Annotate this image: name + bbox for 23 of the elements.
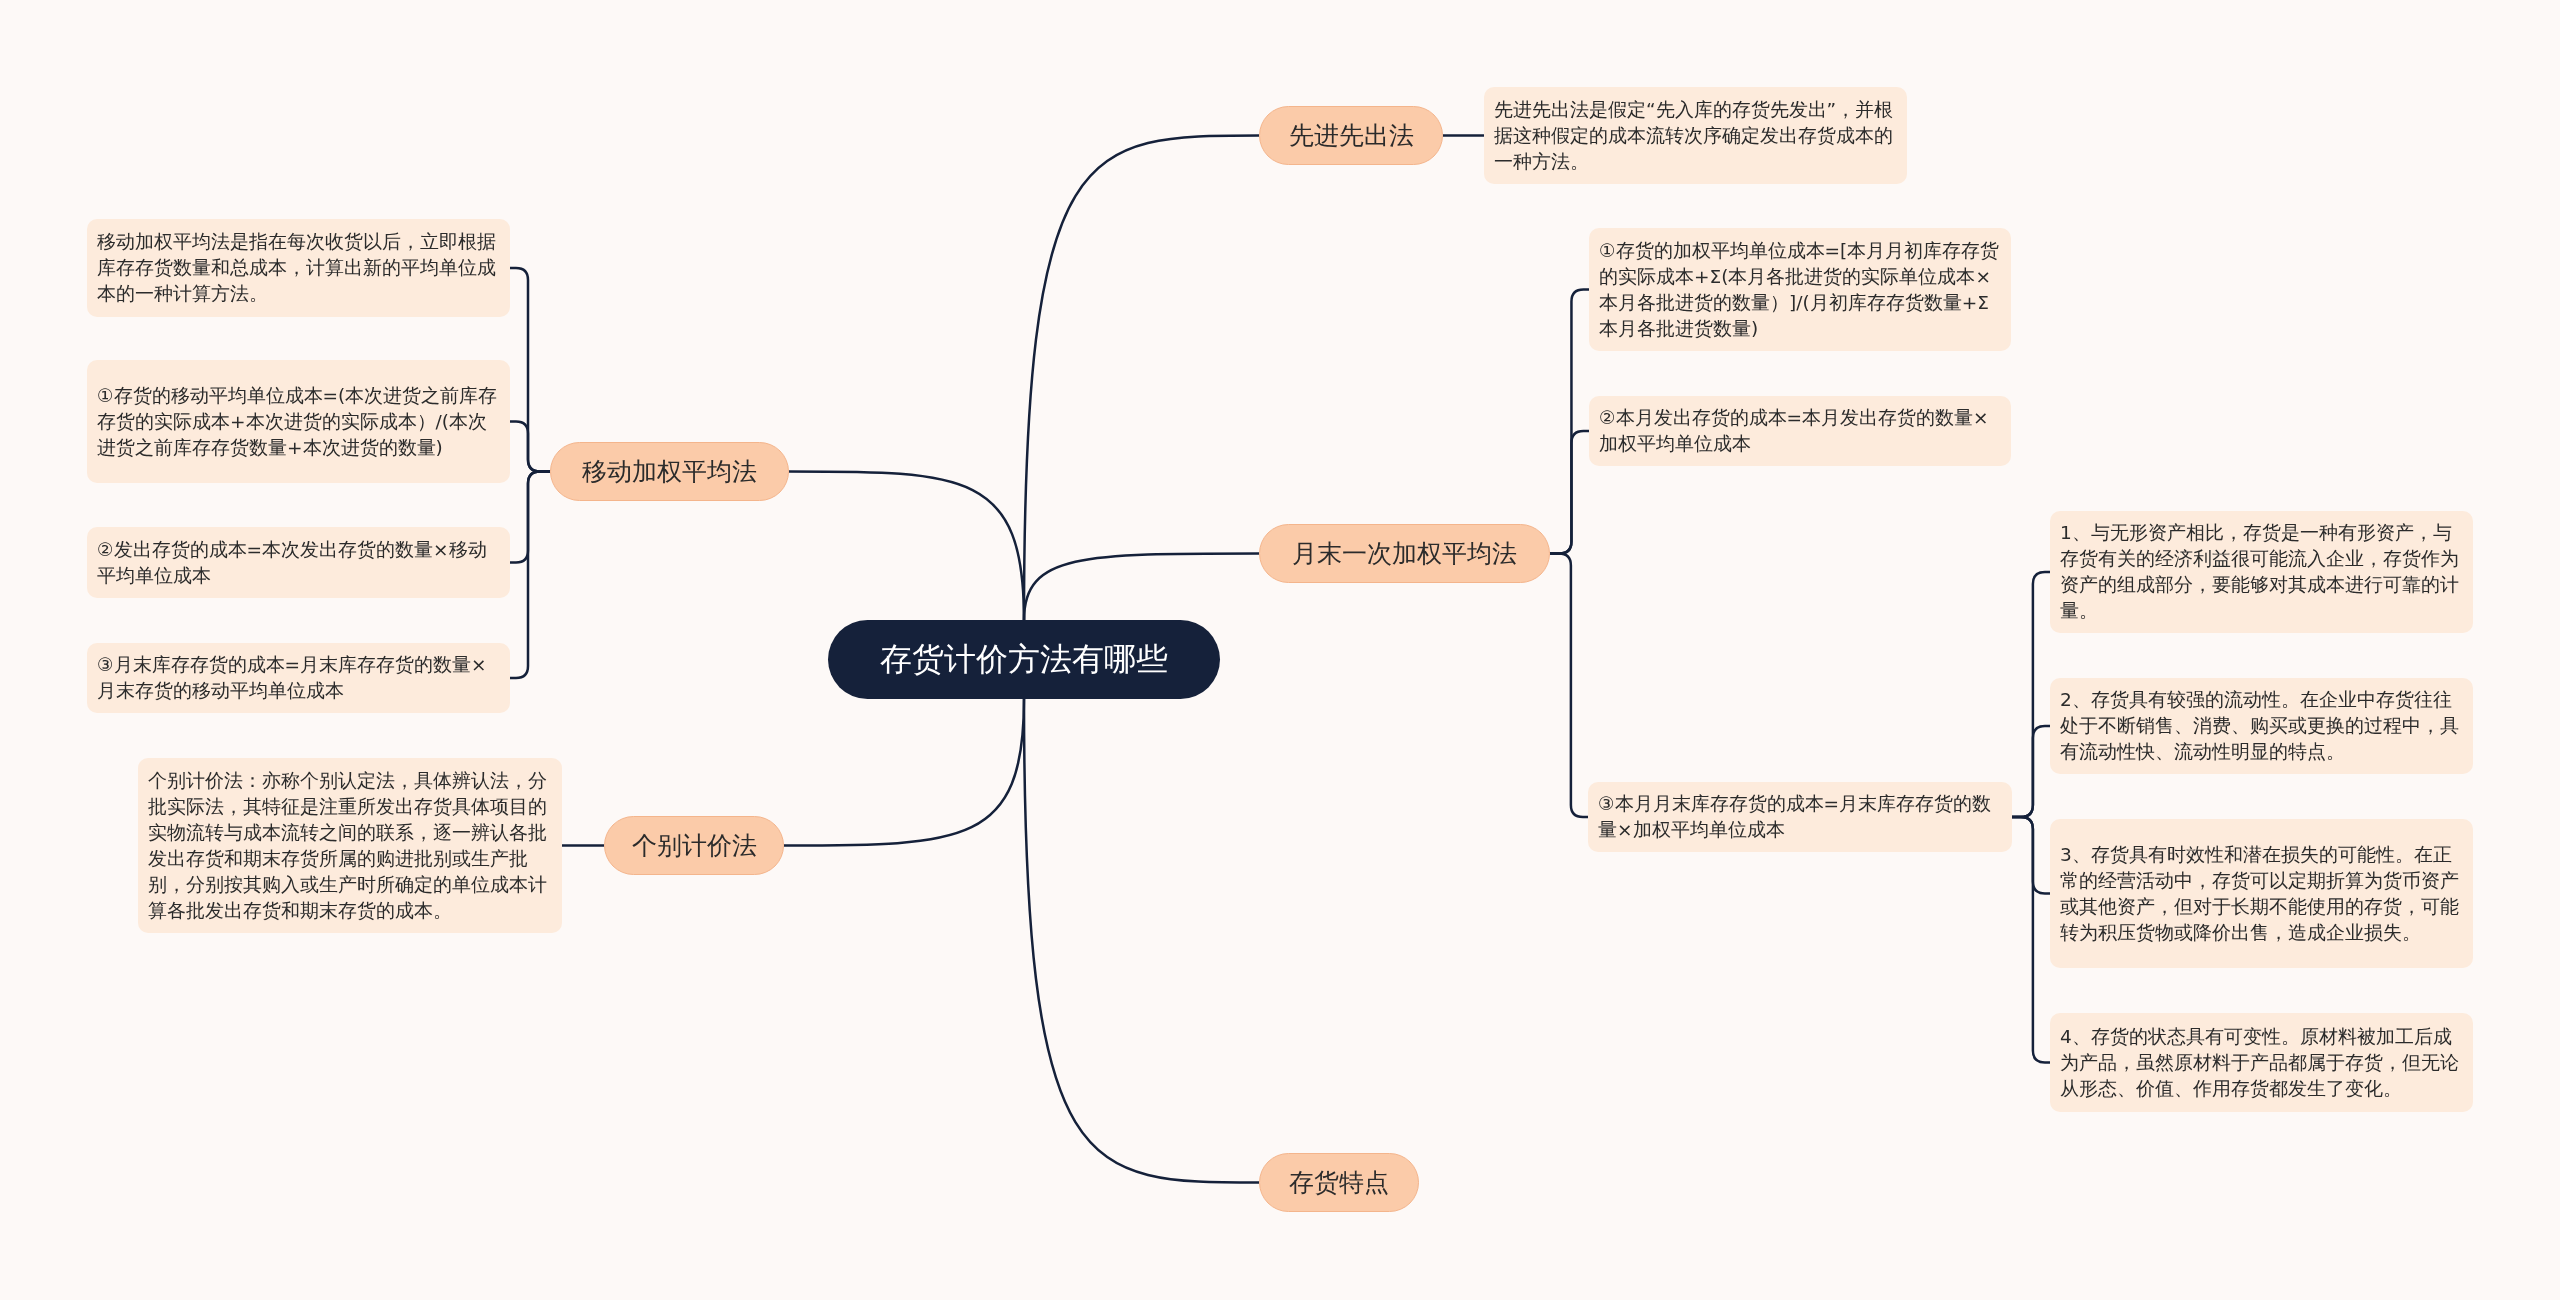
- topic-box: 月末一次加权平均法: [1259, 524, 1550, 583]
- topic-box: 个别计价法: [604, 816, 784, 875]
- note-box: ③月末库存存货的成本=月末库存存货的数量×月末存货的移动平均单位成本: [87, 643, 510, 713]
- topic-box: 先进先出法: [1259, 106, 1443, 165]
- note-box: 1、与无形资产相比，存货是一种有形资产，与存货有关的经济利益很可能流入企业，存货作为资产的组成部分，要能够对其成本进行可靠的计量。: [2050, 511, 2473, 633]
- central-topic: 存货计价方法有哪些: [828, 620, 1220, 699]
- connector-line: [1443, 134, 1484, 137]
- note-box: ①存货的加权平均单位成本=[本月月初库存存货的实际成本+Σ(本月各批进货的实际单位成本×本月各批进货的数量）]/(月初库存存货数量+Σ本月各批进货数量): [1589, 228, 2011, 351]
- connector-line: [562, 844, 604, 847]
- note-box: 3、存货具有时效性和潜在损失的可能性。在正常的经营活动中，存货可以定期折算为货币资产或其他资产，但对于长期不能使用的存货，可能转为积压货物或降价出售，造成企业损失。: [2050, 819, 2473, 968]
- connector-line: [789, 470, 1026, 621]
- note-box: ③本月月末库存存货的成本=月末库存存货的数量×加权平均单位成本: [1588, 782, 2012, 852]
- note-box: ②发出存货的成本=本次发出存货的数量×移动平均单位成本: [87, 527, 510, 598]
- topic-box: 移动加权平均法: [550, 442, 789, 501]
- note-box: ②本月发出存货的成本=本月发出存货的数量×加权平均单位成本: [1589, 396, 2011, 466]
- note-box: 移动加权平均法是指在每次收货以后，立即根据库存存货数量和总成本，计算出新的平均单位成本的一种计算方法。: [87, 219, 510, 317]
- note-box: 4、存货的状态具有可变性。原材料被加工后成为产品，虽然原材料于产品都属于存货，但无论从形态、价值、作用存货都发生了变化。: [2050, 1013, 2473, 1112]
- note-box: ①存货的移动平均单位成本=(本次进货之前库存存货的实际成本+本次进货的实际成本）/(本次进货之前库存存货数量+本次进货的数量): [87, 360, 510, 483]
- note-box: 个别计价法：亦称个别认定法，具体辨认法，分批实际法，其特征是注重所发出存货具体项目的实物流转与成本流转之间的联系，逐一辨认各批发出存货和期末存货所属的购进批别或生产批别，分别按其购入或生产时所确定的单位成本计算各批发出存货和期末存货的成本。: [138, 758, 562, 933]
- connector-line: [784, 698, 1026, 847]
- note-box: 先进先出法是假定“先入库的存货先发出”，并根据这种假定的成本流转次序确定发出存货成本的一种方法。: [1484, 87, 1907, 184]
- topic-box: 存货特点: [1259, 1153, 1419, 1212]
- note-box: 2、存货具有较强的流动性。在企业中存货往往处于不断销售、消费、购买或更换的过程中，具有流动性快、流动性明显的特点。: [2050, 678, 2473, 774]
